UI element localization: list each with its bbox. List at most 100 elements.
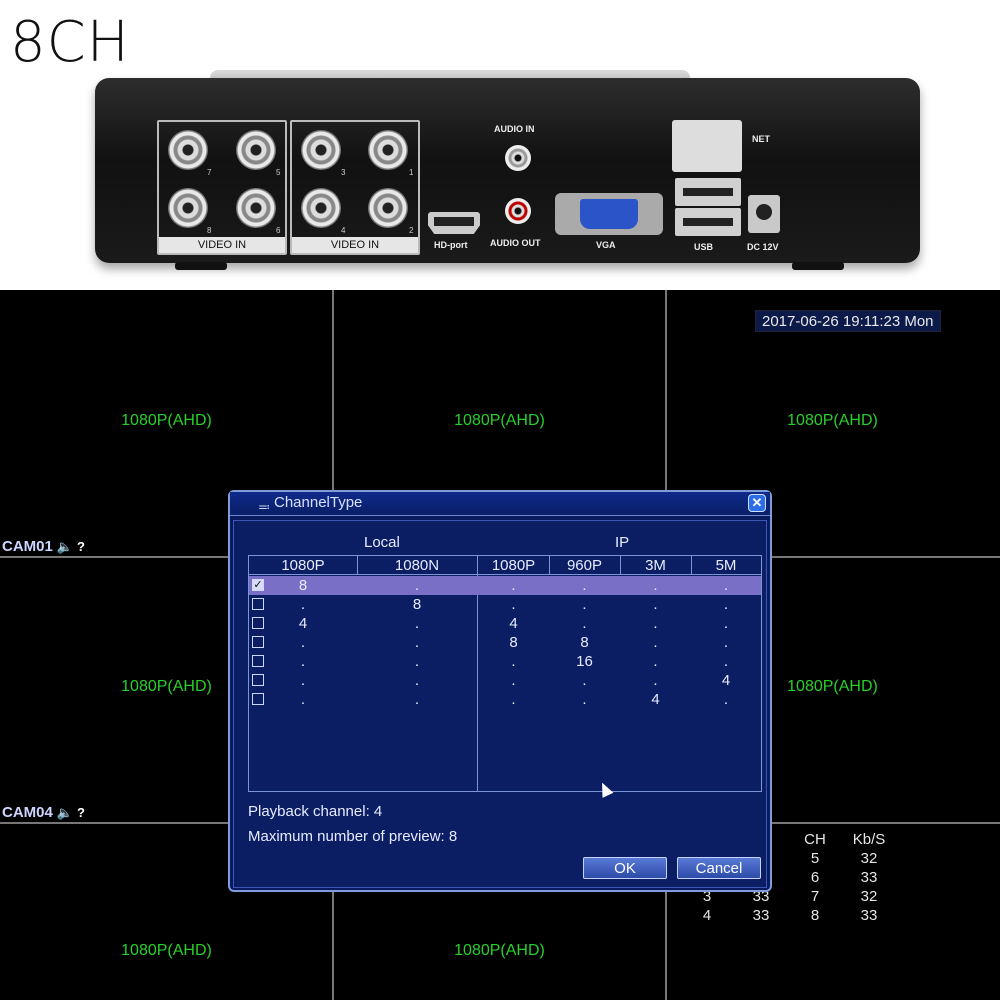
channel-cell-label: 1080P(AHD) — [454, 942, 545, 959]
channel-type-row[interactable]: ...16.. — [249, 652, 761, 671]
local-ip-divider — [477, 556, 478, 791]
ok-button[interactable]: OK — [583, 857, 667, 879]
max-preview-text: Maximum number of preview: 8 — [248, 828, 458, 845]
channel-count-cell: . — [653, 634, 658, 651]
channel-count-cell: . — [653, 615, 658, 632]
hdmi-port — [428, 212, 480, 234]
channel-cell-label: 1080P(AHD) — [787, 412, 878, 429]
help-icon: ? — [77, 539, 85, 554]
channel-count-cell: . — [414, 691, 420, 708]
hd-port-label: HD-port — [434, 240, 468, 250]
channel-type-row[interactable]: 4.4... — [249, 614, 761, 633]
stats-cell: 33 — [752, 888, 770, 905]
channel-count-cell: . — [414, 672, 420, 689]
channel-number: 7 — [207, 168, 212, 177]
playback-channel-text: Playback channel: 4 — [248, 803, 383, 820]
channel-count-cell: . — [582, 672, 587, 689]
bnc-connector — [368, 188, 408, 228]
channel-count-cell: . — [414, 634, 420, 651]
channel-count-cell: . — [723, 691, 729, 708]
dvr-foot — [792, 262, 844, 270]
camera-name: CAM01 — [2, 538, 53, 555]
channel-number: 1 — [409, 168, 414, 177]
channel-count-cell: 8 — [298, 577, 308, 594]
bnc-connector — [301, 188, 341, 228]
channel-type-row[interactable]: ✓8..... — [249, 576, 761, 595]
column-divider — [620, 556, 621, 575]
channel-cell-label: 1080P(AHD) — [787, 678, 878, 695]
stats-cell: 5 — [810, 850, 820, 867]
channel-number: 6 — [276, 226, 281, 235]
stats-cell: 33 — [860, 907, 878, 924]
column-divider — [549, 556, 550, 575]
audio-out-label: AUDIO OUT — [490, 238, 541, 248]
stats-cell: 32 — [860, 850, 878, 867]
channel-count-cell: . — [414, 653, 420, 670]
row-checkbox[interactable] — [252, 674, 264, 686]
row-checkbox[interactable]: ✓ — [252, 579, 264, 591]
usb-port — [675, 178, 741, 206]
channel-type-grid: 1080P 1080N 1080P 960P 3M 5M ✓8......8..… — [248, 555, 762, 798]
row-checkbox[interactable] — [252, 693, 264, 705]
audio-out-jack — [505, 198, 531, 224]
video-in-panel-right: VIDEO IN — [290, 120, 420, 255]
bnc-connector — [236, 188, 276, 228]
column-header: 3M — [620, 556, 691, 575]
row-checkbox[interactable] — [252, 655, 264, 667]
column-header: 1080P — [478, 556, 549, 575]
row-checkbox[interactable] — [252, 636, 264, 648]
row-checkbox[interactable] — [252, 617, 264, 629]
cancel-button[interactable]: Cancel — [677, 857, 761, 879]
audio-in-jack — [505, 145, 531, 171]
audio-in-label: AUDIO IN — [494, 124, 535, 134]
camera-label-cam01[interactable]: CAM01 🔈 ? — [2, 538, 85, 555]
column-header: 1080P — [249, 556, 357, 575]
channel-count-cell: 8 — [509, 634, 518, 651]
channel-count-title: 8CH — [10, 10, 130, 75]
camera-label-cam04[interactable]: CAM04 🔈 ? — [2, 804, 85, 821]
dialog-title-bar[interactable]: ≕ ChannelType — [230, 492, 770, 516]
stats-cell: 7 — [810, 888, 820, 905]
video-in-label: VIDEO IN — [292, 237, 418, 253]
channel-count-cell: 4 — [509, 615, 518, 632]
vga-label: VGA — [596, 240, 616, 250]
dialog-content: Local IP 1080P 1080N 1080P 960P 3M 5M ✓8… — [233, 520, 767, 888]
dc-power-jack — [748, 195, 780, 233]
channel-type-row[interactable]: ....4. — [249, 690, 761, 709]
camera-name: CAM04 — [2, 804, 53, 821]
channel-cell-label: 1080P(AHD) — [121, 412, 212, 429]
channel-number: 8 — [207, 226, 212, 235]
channel-count-cell: . — [582, 596, 587, 613]
row-checkbox[interactable] — [252, 598, 264, 610]
channel-count-cell: . — [582, 691, 587, 708]
channel-count-cell: . — [511, 691, 516, 708]
channel-count-cell: 16 — [576, 653, 593, 670]
stats-header: CH — [804, 831, 826, 848]
column-divider — [691, 556, 692, 575]
close-button[interactable]: ✕ — [748, 494, 766, 512]
channel-count-cell: . — [653, 653, 658, 670]
dvr-screen: 1080P(AHD) 1080P(AHD) 1080P(AHD) 1080P(A… — [0, 290, 1000, 1000]
channel-count-cell: . — [300, 691, 306, 708]
settings-icon: ≕ — [258, 500, 270, 514]
stats-cell: 32 — [860, 888, 878, 905]
channel-cell-label: 1080P(AHD) — [454, 412, 545, 429]
group-ip-label: IP — [615, 534, 630, 551]
stats-header: Kb/S — [852, 831, 886, 848]
channel-type-row[interactable]: .....4 — [249, 671, 761, 690]
dc-label: DC 12V — [747, 242, 779, 252]
channel-count-cell: . — [511, 596, 516, 613]
channel-count-cell: . — [300, 653, 306, 670]
stats-cell: 3 — [702, 888, 712, 905]
channel-count-cell: . — [653, 596, 658, 613]
channel-cell-label: 1080P(AHD) — [121, 678, 212, 695]
channel-type-row[interactable]: .8.... — [249, 595, 761, 614]
net-label: NET — [752, 134, 770, 144]
stats-cell: 4 — [702, 907, 712, 924]
video-in-label: VIDEO IN — [159, 237, 285, 253]
group-local-label: Local — [364, 534, 400, 551]
product-photo: 8CH VIDEO IN 7 5 8 6 VIDEO IN 3 1 4 2 AU… — [0, 0, 1000, 290]
column-divider — [357, 556, 358, 575]
channel-count-cell: . — [723, 615, 729, 632]
